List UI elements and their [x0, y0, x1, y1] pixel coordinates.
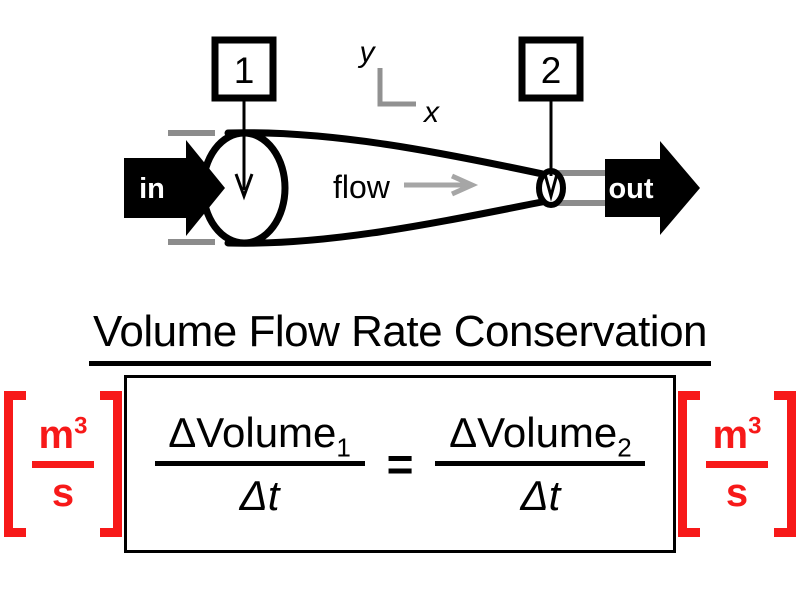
inlet-arrow: in	[124, 140, 225, 236]
units-left: m3 s	[4, 391, 122, 537]
units-right-numerator-exponent: 3	[748, 412, 762, 440]
units-left-denominator: s	[51, 471, 75, 515]
units-left-numerator: m3	[39, 414, 88, 458]
outlet-arrow: out	[605, 141, 700, 235]
equation-right-fraction: ΔVolume2 Δt	[435, 408, 646, 520]
equation-equals-sign: =	[386, 438, 414, 490]
equation-box: ΔVolume1 Δt = ΔVolume2 Δt	[124, 375, 676, 553]
equation-right-numerator-subscript: 2	[617, 431, 632, 462]
nozzle-walls	[224, 129, 556, 247]
units-right-numerator: m3	[713, 414, 762, 458]
units-left-close-bracket	[100, 391, 122, 537]
station-2-arrow-head	[543, 173, 559, 202]
equation-left-denominator: Δt	[239, 471, 280, 519]
equation-left-numerator: ΔVolume1	[168, 408, 351, 460]
equation-left-numerator-text: ΔVolume	[168, 408, 337, 456]
units-left-fraction-bar	[32, 461, 94, 468]
station-1-label: 1	[234, 50, 255, 91]
station-2-box	[518, 36, 584, 102]
equation-left-fraction-bar	[154, 460, 365, 466]
flow-label: flow	[333, 169, 391, 205]
units-right-close-bracket	[774, 391, 796, 537]
title-container: Volume Flow Rate Conservation	[0, 306, 800, 366]
equation-row: m3 s ΔVolume1 Δt = ΔV	[0, 374, 800, 554]
units-right-fraction-bar	[706, 461, 768, 468]
station-2-callout: 2	[518, 36, 584, 202]
nozzle-flow-diagram: in out 1 2	[124, 36, 700, 247]
page-title: Volume Flow Rate Conservation	[88, 306, 712, 366]
units-left-fraction: m3 s	[26, 414, 100, 514]
equation-right-fraction-bar	[435, 460, 646, 466]
flow-annotation: flow	[333, 169, 479, 205]
units-left-numerator-exponent: 3	[74, 412, 88, 440]
equation-left-numerator-subscript: 1	[336, 431, 351, 462]
inlet-arrow-label: in	[139, 173, 165, 205]
units-right-fraction: m3 s	[700, 414, 774, 514]
units-left-numerator-base: m	[38, 413, 75, 457]
equation-content: ΔVolume1 Δt = ΔVolume2 Δt	[154, 408, 646, 520]
equation-left-fraction: ΔVolume1 Δt	[154, 408, 365, 520]
equation-right-denominator: Δt	[520, 471, 561, 519]
station-1-callout: 1	[211, 36, 277, 201]
units-left-open-bracket	[4, 391, 26, 537]
station-1-box	[211, 36, 277, 102]
flow-arrow-head	[450, 173, 479, 197]
equation-right-numerator: ΔVolume2	[449, 408, 632, 460]
units-right: m3 s	[678, 391, 796, 537]
coordinate-axes: y x	[358, 36, 441, 129]
outlet-arrow-label: out	[608, 173, 653, 205]
axis-y-label: y	[358, 36, 377, 69]
station-1-arrow-head	[234, 173, 254, 201]
station-2-label: 2	[541, 50, 562, 91]
equation-right-numerator-text: ΔVolume	[449, 408, 618, 456]
units-right-denominator: s	[725, 471, 749, 515]
axis-x-label: x	[422, 96, 440, 129]
units-right-numerator-base: m	[712, 413, 749, 457]
axes-corner	[377, 68, 416, 107]
units-right-open-bracket	[678, 391, 700, 537]
